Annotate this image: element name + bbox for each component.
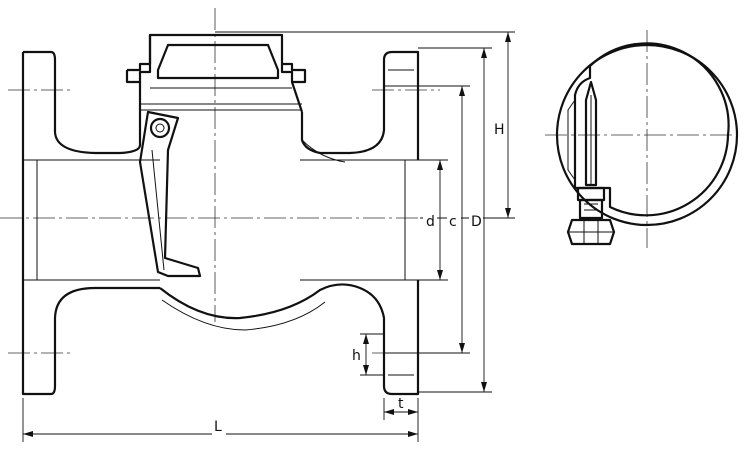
stem: [584, 80, 598, 187]
label-D: D: [471, 214, 482, 230]
lower-body: [159, 280, 420, 396]
left-flange: [23, 50, 142, 155]
dimension-labels: d c D H h t L: [212, 119, 507, 437]
dimensions: [22, 31, 515, 442]
center-lines: [0, 8, 735, 354]
right-flange: [300, 50, 420, 160]
label-t: t: [398, 396, 404, 412]
body-outer-circle: [555, 43, 739, 227]
hinge-pin: [149, 117, 171, 139]
side-view: [555, 42, 739, 246]
swing-arm: [138, 110, 202, 278]
label-c: c: [449, 214, 457, 230]
label-H: H: [494, 122, 505, 138]
bonnet: [125, 33, 307, 84]
label-d: d: [426, 214, 435, 230]
label-L: L: [214, 419, 222, 435]
valve-body: [21, 33, 420, 396]
label-h: h: [352, 348, 361, 364]
